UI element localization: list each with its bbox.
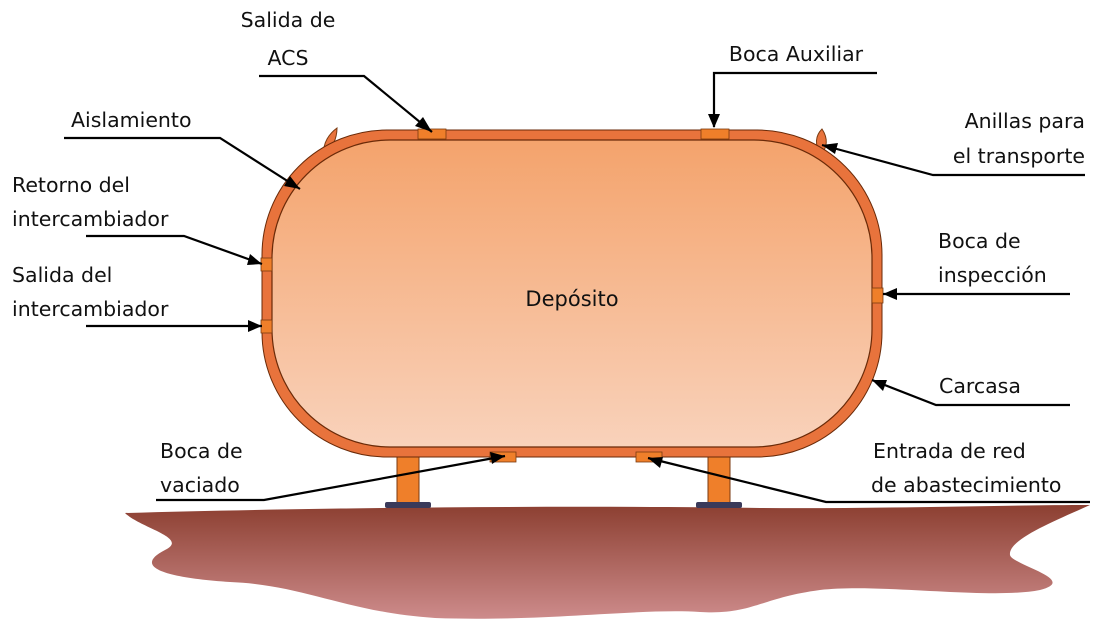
label-salida-intercambiador-line2: intercambiador (12, 297, 169, 321)
leader-entrada-red (647, 456, 1090, 504)
label-salida-acs-line1: Salida de (241, 8, 336, 32)
label-aislamiento-line1: Aislamiento (71, 108, 192, 132)
label-salida-acs-line2: ACS (268, 46, 309, 70)
label-entrada-red-line1: Entrada de red (873, 439, 1026, 463)
label-boca-vaciado: Boca de vaciado (160, 439, 243, 497)
arrow-boca-inspeccion (883, 288, 897, 300)
label-salida-intercambiador-line1: Salida del (12, 263, 112, 287)
label-entrada-red-line2: de abastecimiento (871, 473, 1061, 497)
leader-anillas (821, 143, 1085, 177)
fitting-boca-inspeccion (871, 287, 884, 304)
right-leg (707, 453, 731, 507)
label-anillas-line2: el transporte (953, 144, 1085, 168)
label-anillas: Anillas para el transporte (953, 109, 1085, 168)
arrow-boca-auxiliar (708, 114, 720, 128)
arrow-salida-acs (415, 117, 432, 132)
label-retorno: Retorno del intercambiador (12, 173, 169, 231)
label-boca-vaciado-line1: Boca de (160, 439, 243, 463)
leader-carcasa (871, 378, 1070, 407)
fitting-salida-acs (417, 128, 447, 140)
left-leg (396, 453, 420, 507)
leader-salida-acs (259, 74, 433, 133)
label-retorno-line2: intercambiador (12, 207, 169, 231)
arrow-aislamiento (284, 176, 300, 189)
label-boca-inspeccion-line2: inspección (938, 263, 1047, 287)
label-entrada-red: Entrada de red de abastecimiento (871, 439, 1061, 497)
right-base-plate (696, 502, 742, 508)
arrow-anillas (822, 143, 838, 154)
fitting-boca-auxiliar (700, 128, 730, 140)
leader-aislamiento (64, 136, 301, 190)
label-salida-intercambiador: Salida del intercambiador (12, 263, 169, 321)
arrow-boca-vaciado (490, 452, 505, 464)
arrow-carcasa (872, 380, 887, 391)
label-carcasa-line1: Carcasa (939, 374, 1021, 398)
arrow-salida-intercambiador (248, 320, 262, 332)
fitting-retorno (260, 257, 273, 272)
left-base-plate (385, 502, 431, 508)
fitting-entrada-red (635, 451, 663, 463)
label-aislamiento: Aislamiento (71, 108, 192, 132)
fitting-salida-intercambiador (260, 319, 273, 334)
arrow-retorno (247, 254, 262, 265)
label-retorno-line1: Retorno del (12, 173, 130, 197)
leader-boca-auxiliar (712, 71, 877, 127)
label-boca-inspeccion-line1: Boca de (938, 229, 1021, 253)
label-anillas-line1: Anillas para (965, 109, 1085, 133)
label-boca-auxiliar: Boca Auxiliar (729, 42, 864, 66)
leader-boca-vaciado (156, 454, 506, 502)
label-boca-vaciado-line2: vaciado (160, 473, 240, 497)
label-boca-inspeccion: Boca de inspección (938, 229, 1047, 287)
arrow-entrada-red (648, 457, 663, 468)
label-salida-acs: Salida de ACS (241, 8, 336, 70)
tank-label: Depósito (525, 287, 618, 311)
label-boca-auxiliar-line1: Boca Auxiliar (729, 42, 864, 66)
ground-shape (125, 505, 1090, 619)
label-carcasa: Carcasa (939, 374, 1021, 398)
leader-retorno (86, 234, 263, 266)
